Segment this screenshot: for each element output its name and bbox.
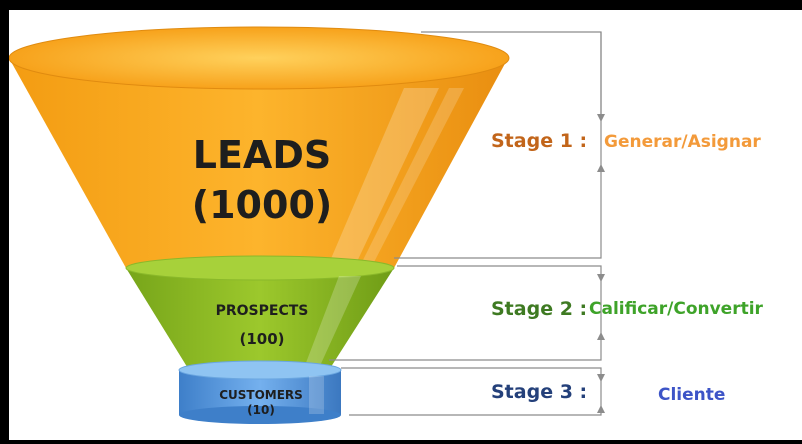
stage-3-arrow-up — [597, 405, 605, 413]
customers-count: (10) — [247, 403, 275, 417]
customers-title: CUSTOMERS — [219, 388, 303, 402]
funnel-graphic: LEADS (1000) PROSPECTS (100) CUSTOMERS (… — [9, 26, 605, 424]
stage-3-arrow-down — [597, 374, 605, 382]
stage-3-action: Cliente — [658, 385, 726, 405]
prospects-section-top — [125, 255, 395, 281]
stage-1-arrow-down — [597, 114, 605, 122]
stage-2-action: Calificar/Convertir — [589, 299, 763, 319]
leads-section-top — [9, 26, 510, 90]
prospects-count: (100) — [239, 330, 284, 348]
prospects-highlight — [304, 276, 361, 368]
customers-section-top — [178, 360, 342, 380]
stage-3-label: Stage 3 : — [491, 381, 588, 403]
stage-3-bracket — [341, 367, 602, 416]
stage-1-bracket — [394, 31, 602, 259]
leads-highlight — [327, 88, 439, 268]
leads-highlight-2 — [359, 88, 464, 268]
leads-title: LEADS — [193, 133, 332, 177]
customers-highlight — [309, 376, 324, 414]
prospects-title: PROSPECTS — [216, 303, 309, 319]
stage-2-bracket — [329, 265, 602, 361]
stage-2-arrow-down — [597, 274, 605, 282]
prospects-section — [126, 268, 394, 370]
leads-section — [9, 58, 508, 268]
customers-section — [179, 370, 341, 415]
stage-1-arrow-up — [597, 164, 605, 172]
stage-1-action: Generar/Asignar — [604, 132, 761, 152]
leads-count: (1000) — [192, 183, 333, 227]
funnel-diagram: LEADS (1000) PROSPECTS (100) CUSTOMERS (… — [9, 10, 802, 440]
stage-2-label: Stage 2 : — [491, 298, 588, 320]
customers-section-bottom — [179, 406, 341, 424]
stage-2-arrow-up — [597, 332, 605, 340]
stage-1-label: Stage 1 : — [491, 130, 588, 152]
